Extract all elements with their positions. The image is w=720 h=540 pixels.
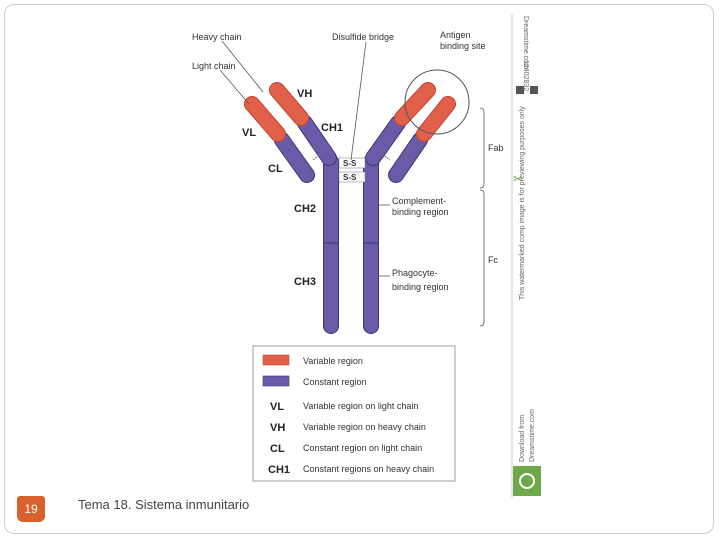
antigen-label-line1: Antigen	[440, 30, 471, 40]
slide-frame	[4, 4, 714, 534]
disulfide-pointer	[350, 41, 367, 161]
left-light-arm	[244, 96, 315, 183]
footer-title: Tema 18. Sistema inmunitario	[78, 497, 250, 512]
heavy-chain-label: Heavy chain	[192, 32, 242, 42]
right-heavy-arm	[365, 82, 436, 166]
legend-swatch-constant	[262, 375, 290, 387]
disulfide-bridge-label: Disulfide bridge	[332, 32, 394, 42]
watermark-download-2: Dreamstime.com	[529, 409, 536, 462]
fc-label: Fc	[488, 255, 498, 265]
legend: Variable region Constant region VL Varia…	[252, 345, 456, 482]
disulfide-bridge-2	[338, 171, 366, 183]
right-light-arm	[388, 96, 456, 183]
fab-bracket	[479, 107, 485, 189]
fc-bracket	[479, 189, 485, 327]
watermark-icon-1	[516, 86, 524, 94]
phagocyte-label-line2: binding region	[392, 282, 449, 292]
vh-label: VH	[297, 88, 312, 100]
complement-label-line1: Complement-	[392, 196, 446, 206]
legend-text-constant: Constant region	[303, 377, 367, 387]
page-number-badge: 19	[17, 496, 45, 522]
legend-key-ch1: CH1	[268, 464, 290, 476]
scissors-icon: ✂	[513, 172, 523, 186]
phagocyte-label-line1: Phagocyte-	[392, 268, 438, 278]
disulfide-bridge-1	[338, 157, 366, 169]
legend-text-ch1: Constant regions on heavy chain	[303, 464, 434, 474]
watermark-icon-2	[530, 86, 538, 94]
legend-box	[252, 345, 456, 482]
watermark-strip: Dreamstime.com 12402832 This watermarked…	[511, 14, 541, 498]
fab-label: Fab	[488, 143, 504, 153]
ss-label-1: S-S	[343, 159, 357, 168]
light-chain-pointer	[219, 69, 250, 105]
dreamstime-logo	[513, 466, 541, 496]
ch3-label: CH3	[294, 276, 316, 288]
watermark-id: 12402832	[522, 60, 529, 91]
legend-text-vh: Variable region on heavy chain	[303, 422, 426, 432]
left-heavy-arm	[269, 82, 337, 166]
legend-text-vl: Variable region on light chain	[303, 401, 418, 411]
complement-label-line2: binding region	[392, 207, 449, 217]
vl-label: VL	[242, 127, 256, 139]
legend-text-variable: Variable region	[303, 356, 363, 366]
legend-swatch-variable	[262, 354, 290, 366]
dreamstime-logo-icon	[519, 473, 535, 489]
antigen-label-line2: binding site	[440, 41, 486, 51]
cl-label: CL	[268, 163, 283, 175]
legend-key-vl: VL	[270, 401, 284, 413]
light-chain-label: Light chain	[192, 61, 236, 71]
watermark-small-text: This watermarked comp image is for previ…	[519, 106, 526, 300]
ch1-label: CH1	[321, 122, 343, 134]
watermark-site: Dreamstime.com	[522, 16, 529, 69]
legend-key-cl: CL	[270, 443, 285, 455]
ch2-label: CH2	[294, 203, 316, 215]
heavy-chain-pointer	[221, 40, 264, 93]
ss-label-2: S-S	[343, 173, 357, 182]
legend-key-vh: VH	[270, 422, 285, 434]
legend-text-cl: Constant region on light chain	[303, 443, 422, 453]
watermark-download-1: Download from	[519, 415, 526, 462]
antigen-binding-site-circle	[404, 69, 470, 135]
